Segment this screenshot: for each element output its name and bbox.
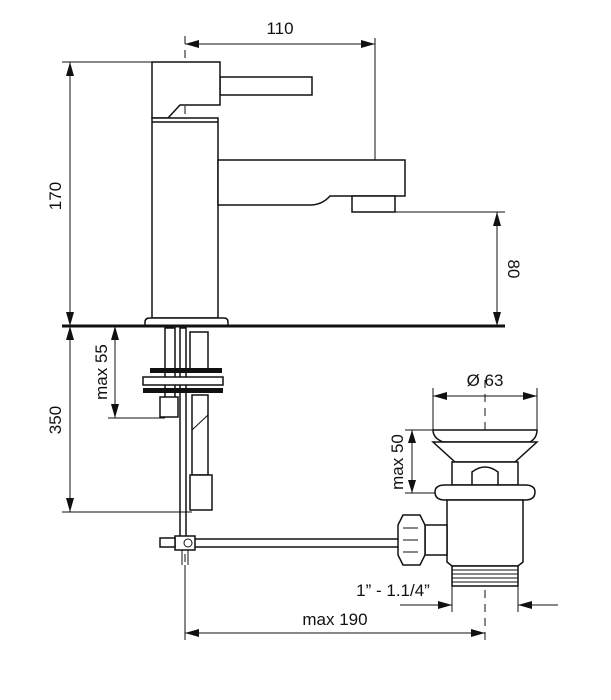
dimension-350: 350 [46, 326, 192, 513]
tap-body [144, 61, 406, 327]
dimension-170: 170 [46, 61, 152, 326]
dim-thread-label: 1” - 1.1/4” [356, 581, 430, 600]
pop-up-waste [397, 429, 539, 587]
dim-max-190-label: max 190 [302, 610, 367, 629]
dim-350-label: 350 [46, 406, 65, 434]
under-counter-fittings [142, 327, 400, 565]
dim-diameter-63-label: Ø 63 [467, 371, 504, 390]
dim-170-label: 170 [46, 182, 65, 210]
dimension-diameter-63: Ø 63 [432, 371, 538, 430]
dimension-thread: 1” - 1.1/4” [356, 581, 558, 612]
dimension-max-190: max 190 [184, 565, 485, 640]
dim-max-50-label: max 50 [388, 434, 407, 490]
dimension-max-50: max 50 [388, 429, 435, 494]
dimension-max-55: max 55 [92, 326, 165, 419]
dimension-80: 80 [395, 211, 523, 326]
dim-110-label: 110 [266, 19, 293, 38]
dim-max-55-label: max 55 [92, 344, 111, 400]
dim-80-label: 80 [504, 260, 523, 279]
